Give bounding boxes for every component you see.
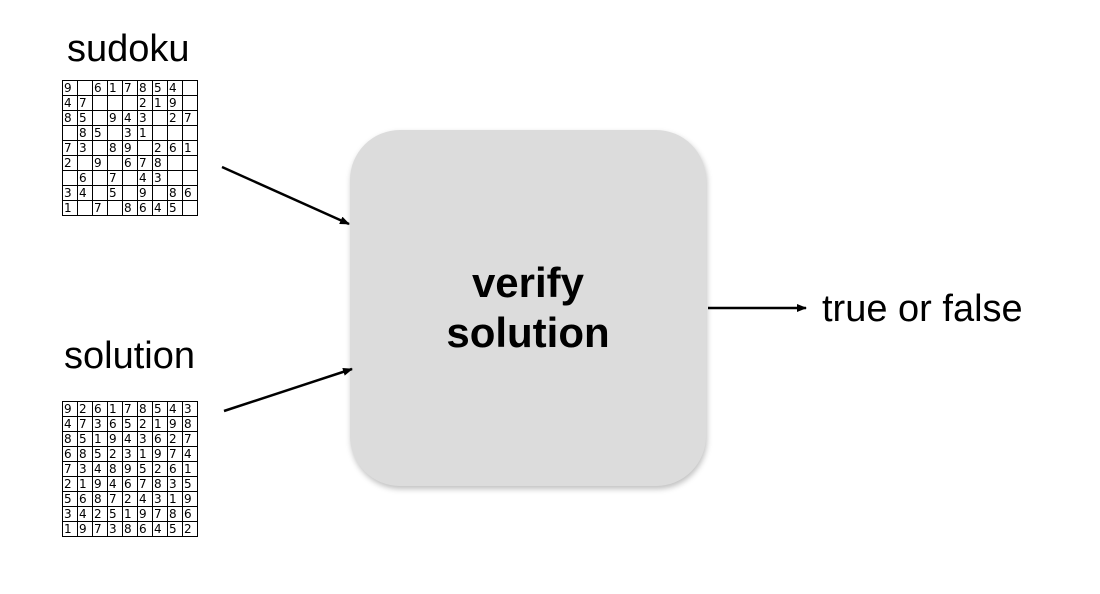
grid-cell: 3	[107, 521, 123, 537]
solution-label: solution	[64, 335, 195, 377]
grid-cell	[182, 200, 198, 216]
grid-cell: 7	[182, 110, 198, 126]
process-label-line2: solution	[446, 309, 610, 356]
grid-cell: 8	[122, 521, 138, 537]
verify-solution-text: verify solution	[350, 130, 706, 486]
result-label: true or false	[822, 288, 1023, 330]
verify-solution-box	[350, 130, 706, 486]
grid-cell: 2	[182, 521, 198, 537]
solution-to-verify-arrow	[223, 367, 353, 413]
process-label-line1: verify	[471, 259, 585, 306]
sudoku-to-verify-arrow	[221, 165, 350, 226]
grid-cell: 1	[182, 140, 198, 156]
sudoku-label: sudoku	[67, 28, 190, 70]
